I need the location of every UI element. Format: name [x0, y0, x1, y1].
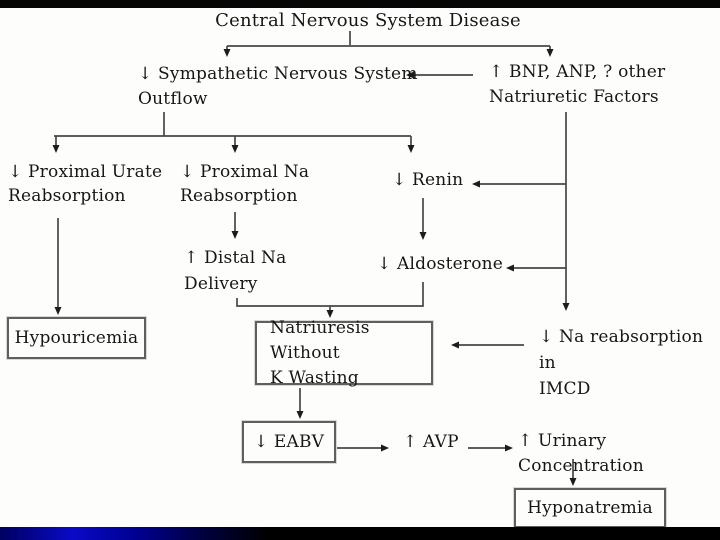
node-hypouricemia: Hypouricemia — [7, 317, 146, 359]
node-renin: ↓ Renin — [392, 170, 464, 190]
slide-top-border — [0, 0, 720, 8]
node-proximal-urate-reabsorption: ↓ Proximal Urate Reabsorption — [8, 162, 163, 206]
diagram-title: Central Nervous System Disease — [215, 10, 521, 31]
node-sympathetic-outflow: ↓ Sympathetic Nervous System Outflow — [138, 64, 418, 109]
node-natriuresis-without-k-wasting: Natriuresis Without K Wasting — [255, 318, 433, 388]
node-hyponatremia: Hyponatremia — [514, 488, 666, 528]
node-avp: ↑ AVP — [403, 432, 459, 452]
node-natriuretic-factors: ↑ BNP, ANP, ? other Natriuretic Factors — [489, 62, 666, 107]
node-proximal-na-reabsorption: ↓ Proximal Na Reabsorption — [180, 162, 310, 206]
node-distal-na-delivery: ↑ Distal Na Delivery — [184, 248, 287, 294]
node-urinary-concentration: ↑ Urinary Concentration — [518, 431, 644, 476]
node-eabv: ↓ EABV — [242, 421, 336, 463]
slide-bottom-border — [0, 527, 720, 540]
node-aldosterone: ↓ Aldosterone — [377, 254, 504, 274]
node-na-reabsorption-imcd: ↓ Na reabsorption in IMCD — [539, 327, 704, 399]
